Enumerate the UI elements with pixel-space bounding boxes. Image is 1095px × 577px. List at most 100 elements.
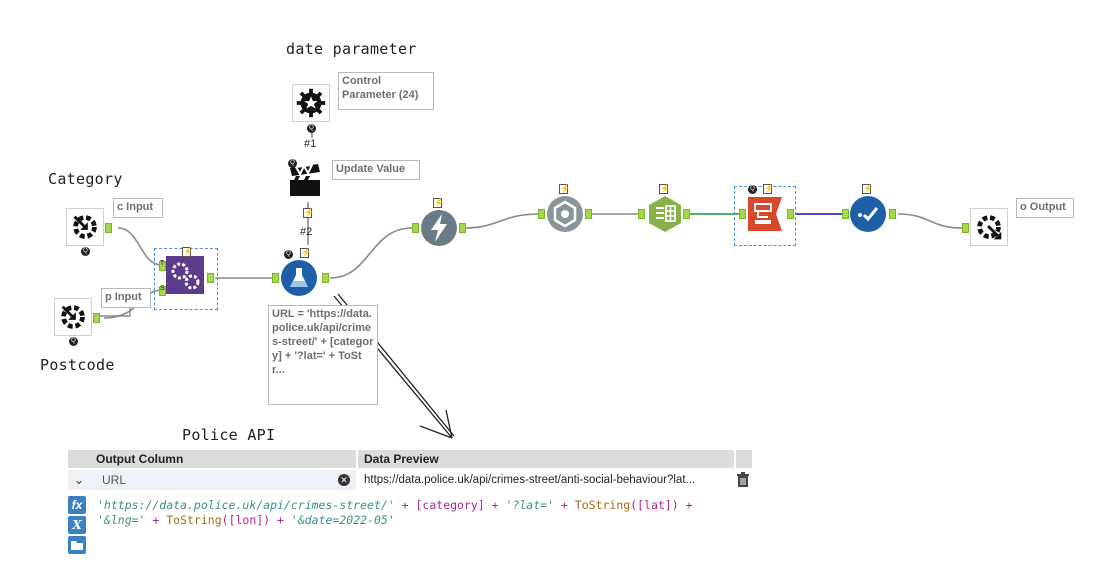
append-input-s[interactable]	[159, 286, 166, 296]
expression-editor[interactable]: 'https://data.police.uk/api/crimes-stree…	[97, 498, 699, 528]
data-preview-header: Data Preview	[358, 450, 734, 468]
expr-token: 'https://data.police.uk/api/crimes-stree…	[97, 498, 395, 512]
date-parameter-label: date parameter	[286, 40, 417, 58]
delete-icon[interactable]	[736, 472, 750, 488]
download-input-anchor[interactable]	[412, 223, 419, 233]
clear-field-icon[interactable]: ✕	[338, 474, 350, 486]
expr-token: [category]	[415, 498, 485, 512]
grid-header-end	[736, 450, 752, 468]
fx-button[interactable]: fx	[68, 496, 86, 514]
expr-token: '&lng='	[97, 513, 146, 527]
connection-formula-to-download	[329, 227, 413, 279]
o-output-annotation: o Output	[1016, 198, 1074, 218]
port-t-label: T	[160, 260, 165, 267]
update-value-annotation: Update Value	[332, 160, 420, 180]
formula-annotation: URL = 'https://data.police.uk/api/crimes…	[268, 305, 378, 405]
expr-token: +	[678, 498, 700, 512]
json-output-anchor[interactable]	[585, 209, 592, 219]
postcode-input-anchor[interactable]	[93, 313, 100, 323]
expr-token: ToString	[574, 498, 631, 512]
hex-icon	[547, 196, 583, 232]
expand-row-button[interactable]: ⌄	[68, 470, 90, 490]
append-fields-tool[interactable]	[166, 256, 204, 294]
expr-token: ([lat])	[630, 498, 679, 512]
select-input-anchor[interactable]	[842, 209, 849, 219]
output-input-anchor[interactable]	[962, 223, 969, 233]
text-input-anchor[interactable]	[638, 209, 645, 219]
expr-token: +	[145, 513, 167, 527]
formula-lightning-badge: ⚡	[300, 248, 311, 258]
text-lightning-badge: ⚡	[659, 184, 670, 194]
postcode-badge: Q	[69, 337, 78, 346]
control-parameter-annotation: Control Parameter (24)	[338, 72, 434, 110]
saved-expressions-button[interactable]	[68, 536, 86, 554]
macro-input-icon	[73, 215, 97, 239]
formula-config-grid: Output Column Data Preview ⌄ URL ✕ https…	[68, 450, 752, 558]
append-output-anchor[interactable]	[207, 273, 214, 283]
connection-label-2: #2	[300, 226, 313, 238]
expr-token: +	[484, 498, 506, 512]
postcode-input-tool[interactable]	[54, 298, 92, 336]
expr-token: '&date=2022-05'	[290, 513, 395, 527]
category-input-tool[interactable]	[66, 208, 104, 246]
folder-icon	[71, 541, 83, 550]
text-to-columns-tool[interactable]	[646, 195, 684, 233]
police-api-label: Police API	[182, 426, 276, 444]
c-input-annotation: c Input	[113, 198, 163, 218]
formula-input-anchor[interactable]	[272, 273, 279, 283]
control-param-badge: Q	[307, 124, 316, 133]
action-tool[interactable]	[286, 162, 324, 200]
crosstab-lightning-badge: ⚡	[763, 184, 774, 194]
gears-icon	[166, 256, 204, 294]
category-label: Category	[48, 170, 123, 188]
variables-button[interactable]: X	[68, 516, 86, 534]
append-input-t[interactable]	[159, 261, 166, 271]
json-parse-tool[interactable]	[546, 195, 584, 233]
cross-tab-tool[interactable]	[746, 195, 784, 233]
flask-icon	[281, 260, 317, 296]
crosstab-icon	[748, 197, 782, 231]
grid-header-spacer	[68, 450, 90, 468]
table-icon	[649, 196, 681, 232]
lightning-icon	[421, 210, 457, 246]
connection-select-to-output	[897, 213, 963, 229]
download-tool[interactable]	[420, 209, 458, 247]
control-parameter-tool[interactable]	[292, 84, 330, 122]
json-input-anchor[interactable]	[538, 209, 545, 219]
expr-token: ToString	[166, 513, 222, 527]
macro-input-icon	[61, 305, 85, 329]
port-s-label: S	[160, 285, 165, 292]
formula-badge: Q	[284, 250, 293, 259]
check-icon	[850, 196, 886, 232]
select-lightning-badge: ⚡	[862, 184, 873, 194]
crosstab-input-anchor[interactable]	[739, 209, 746, 219]
expr-token: ([lon])	[221, 513, 271, 527]
connection-c-input-to-append	[117, 227, 163, 266]
macro-output-icon	[977, 215, 1002, 240]
data-preview-value: https://data.police.uk/api/crimes-street…	[358, 470, 734, 490]
formula-output-anchor[interactable]	[322, 273, 329, 283]
select-tool[interactable]	[849, 195, 887, 233]
category-input-anchor[interactable]	[105, 223, 112, 233]
output-column-header: Output Column	[90, 450, 356, 468]
text-output-anchor[interactable]	[683, 209, 690, 219]
connection-label-1: #1	[304, 138, 317, 150]
download-output-anchor[interactable]	[459, 223, 466, 233]
category-badge: Q	[81, 247, 90, 256]
download-lightning-badge: ⚡	[433, 198, 444, 208]
json-lightning-badge: ⚡	[559, 184, 570, 194]
expr-token: +	[554, 498, 575, 512]
expr-token: +	[394, 498, 416, 512]
connection-download-to-json	[463, 213, 541, 229]
formula-tool[interactable]	[280, 259, 318, 297]
p-input-annotation: p Input	[101, 288, 151, 308]
output-field-input[interactable]: URL	[90, 470, 356, 490]
select-output-anchor[interactable]	[889, 209, 896, 219]
crosstab-badge: Q	[748, 185, 757, 194]
clapperboard-icon	[290, 163, 320, 196]
expr-token: +	[270, 513, 291, 527]
macro-output-tool[interactable]	[970, 208, 1008, 246]
gear-star-icon	[296, 88, 326, 118]
expr-token: '?lat='	[505, 498, 554, 512]
crosstab-output-anchor[interactable]	[787, 209, 794, 219]
